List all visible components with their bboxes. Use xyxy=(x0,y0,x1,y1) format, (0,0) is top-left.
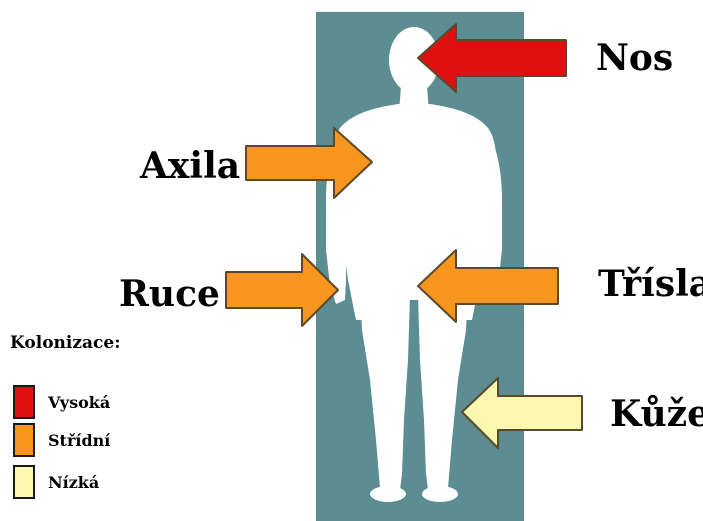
legend-item-low: Nízká xyxy=(13,465,99,499)
legend-item-high: Vysoká xyxy=(13,385,110,419)
legend-swatch-low xyxy=(13,465,35,499)
label-nose: Nos xyxy=(596,40,673,76)
legend-title: Kolonizace: xyxy=(10,333,120,353)
label-axilla: Axila xyxy=(140,148,240,184)
label-skin: Kůže xyxy=(610,396,703,432)
legend-label-medium: Střídní xyxy=(48,431,110,450)
legend-item-medium: Střídní xyxy=(13,423,110,457)
legend-swatch-medium xyxy=(13,423,35,457)
legend-label-high: Vysoká xyxy=(48,393,110,412)
label-groin: Třísla xyxy=(598,266,703,302)
label-hands: Ruce xyxy=(119,276,220,312)
legend-label-low: Nízká xyxy=(48,473,99,492)
legend-swatch-high xyxy=(13,385,35,419)
